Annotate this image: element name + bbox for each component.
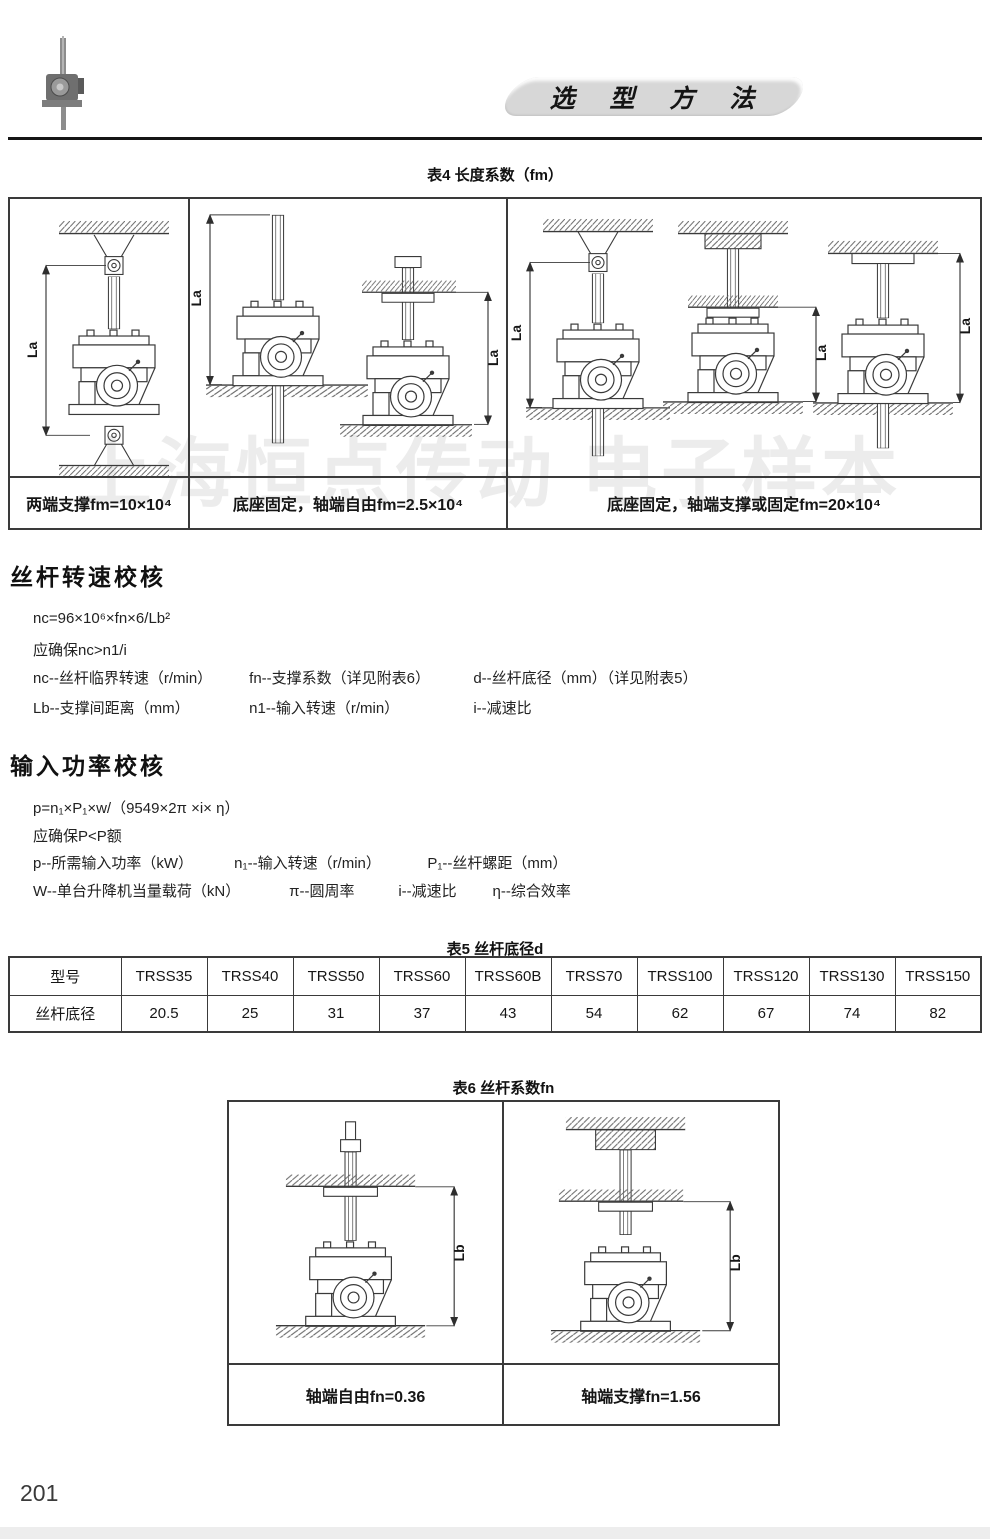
table6-caption-1: 轴端自由fn=0.36 (229, 1363, 502, 1424)
table5-value-cell: 62 (636, 995, 724, 1033)
page-number: 201 (20, 1480, 59, 1506)
legend-item: P₁--丝杆螺距（mm） (427, 855, 568, 872)
table6: Lb 轴端自由fn=0.36 Lb 轴端支撑fn=1.56 (227, 1100, 780, 1426)
dimension-label-la: La (957, 318, 973, 334)
table4-caption-1: 两端支撑fm=10×10⁴ (10, 476, 188, 528)
power-legend-row1: p--所需输入功率（kW） n₁--输入转速（r/min） P₁--丝杆螺距（m… (33, 852, 567, 873)
table4-col-3: La La La (508, 199, 980, 528)
table5-header-cell: TRSS40 (206, 956, 294, 996)
table5-value-cell: 25 (206, 995, 294, 1033)
table5-header-cell: 型号 (8, 956, 122, 996)
table5-value-cell: 43 (464, 995, 552, 1033)
table5-value-cell: 54 (550, 995, 638, 1033)
section-heading-speed-check: 丝杆转速校核 (10, 564, 166, 590)
legend-item: W--单台升降机当量载荷（kN） (33, 883, 241, 900)
table5-value-cell: 37 (378, 995, 466, 1033)
jack-drawing-supported-shaft-end: Lb (550, 1116, 743, 1344)
power-condition: 应确保P<P额 (33, 828, 122, 845)
table5-row-label: 丝杆底径 (8, 995, 122, 1033)
dimension-label-la: La (485, 350, 501, 366)
legend-item: p--所需输入功率（kW） (33, 855, 193, 872)
jack-drawing-both-ends-supported: La (24, 220, 169, 478)
table4-col-1: La 两端支撑fm=10×10⁴ (10, 199, 190, 528)
table6-title: 表6 丝杆系数fn (452, 1080, 555, 1097)
legend-item: n₁--输入转速（r/min） (234, 855, 381, 872)
table4-title: 表4 长度系数（fm） (427, 167, 563, 184)
table5-data-row: 丝杆底径 20.5 25 31 37 43 54 62 67 74 82 (8, 995, 982, 1033)
table4: La 两端支撑fm=10×10⁴ La (8, 197, 982, 530)
table5-header-cell: TRSS120 (722, 956, 810, 996)
page-title: 选 型 方 法 (549, 84, 769, 113)
legend-item: Lb--支撑间距离（mm） (33, 700, 190, 717)
table5-value-cell: 20.5 (120, 995, 208, 1033)
table5: 型号 TRSS35 TRSS40 TRSS50 TRSS60 TRSS60B T… (8, 956, 982, 1033)
speed-legend-row1: nc--丝杆临界转速（r/min） fn--支撑系数（详见附表6） d--丝杆底… (33, 667, 698, 688)
legend-item: nc--丝杆临界转速（r/min） (33, 670, 213, 687)
table5-header-cell: TRSS35 (120, 956, 208, 996)
table5-header-cell: TRSS50 (292, 956, 380, 996)
dimension-label-la: La (813, 345, 829, 361)
dimension-label-lb: Lb (727, 1254, 743, 1271)
footer-strip (0, 1527, 990, 1539)
power-formula: p=n₁×P₁×w/（9549×2π ×i× η） (33, 800, 240, 817)
table5-value-cell: 82 (894, 995, 982, 1033)
legend-item: η--综合效率 (492, 883, 571, 900)
legend-item: n1--输入转速（r/min） (249, 700, 400, 717)
dimension-label-lb: Lb (451, 1244, 467, 1261)
table5-value-cell: 31 (292, 995, 380, 1033)
table4-caption-2: 底座固定，轴端自由fm=2.5×10⁴ (190, 476, 506, 528)
power-legend-row2: W--单台升降机当量载荷（kN） π--圆周率 i--减速比 η--综合效率 (33, 880, 571, 901)
jack-drawing-base-fixed-free-end: La La (190, 213, 501, 444)
section-heading-power-check: 输入功率校核 (10, 753, 166, 779)
table5-header-cell: TRSS60B (464, 956, 552, 996)
legend-item: d--丝杆底径（mm）（详见附表5） (473, 670, 698, 687)
legend-item: π--圆周率 (289, 883, 355, 900)
table6-col-2: Lb 轴端支撑fn=1.56 (504, 1102, 778, 1424)
legend-item: i--减速比 (473, 700, 532, 717)
table5-value-cell: 67 (722, 995, 810, 1033)
speed-legend-row2: Lb--支撑间距离（mm） n1--输入转速（r/min） i--减速比 (33, 697, 532, 718)
jack-drawing-base-fixed-supported-end: La La La (508, 218, 973, 457)
speed-formula: nc=96×10⁶×fn×6/Lb² (33, 610, 171, 627)
table6-col-1: Lb 轴端自由fn=0.36 (229, 1102, 504, 1424)
table5-header-row: 型号 TRSS35 TRSS40 TRSS50 TRSS60 TRSS60B T… (8, 956, 982, 996)
table6-caption-2: 轴端支撑fn=1.56 (504, 1363, 778, 1424)
legend-item: i--减速比 (398, 883, 457, 900)
speed-condition: 应确保nc>n1/i (33, 642, 127, 659)
dimension-label-la: La (24, 342, 40, 358)
table4-caption-3: 底座固定，轴端支撑或固定fm=20×10⁴ (508, 476, 980, 528)
table5-header-cell: TRSS60 (378, 956, 466, 996)
dimension-label-la: La (190, 290, 204, 306)
table5-header-cell: TRSS150 (894, 956, 982, 996)
company-logo-image (42, 36, 84, 130)
page-title-badge: 选 型 方 法 (496, 77, 812, 116)
dimension-label-la: La (508, 325, 524, 341)
table5-title: 表5 丝杆底径d (446, 941, 544, 958)
table4-col-2: La La 底座固定，轴端自由fm=2.5×10⁴ (190, 199, 508, 528)
table5-header-cell: TRSS130 (808, 956, 896, 996)
legend-item: fn--支撑系数（详见附表6） (249, 670, 431, 687)
table5-header-cell: TRSS100 (636, 956, 724, 996)
table5-value-cell: 74 (808, 995, 896, 1033)
header-rule (8, 137, 982, 140)
table5-header-cell: TRSS70 (550, 956, 638, 996)
jack-drawing-free-shaft-end: Lb (275, 1102, 467, 1339)
